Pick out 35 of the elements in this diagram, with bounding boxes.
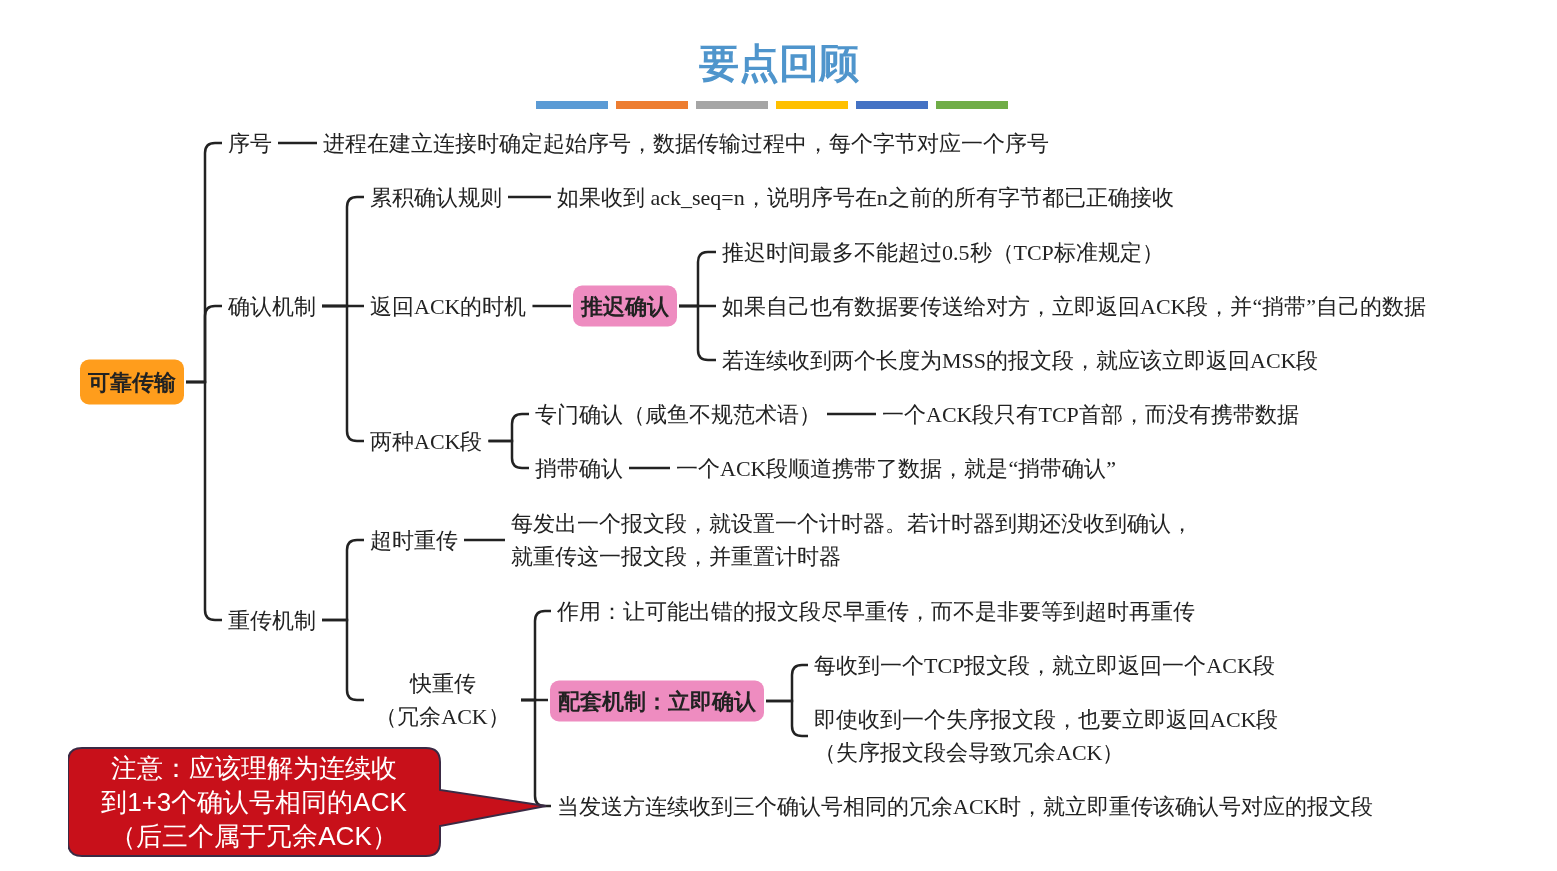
node-text: 返回ACK的时机 (366, 289, 531, 323)
connector-line (464, 538, 505, 542)
node-text: 确认机制 (224, 289, 320, 323)
node-text: 快重传（冗余ACK） (366, 667, 519, 733)
node-text: 每发出一个报文段，就设置一个计时器。若计时器到期还没收到确认，就重传这一报文段，并重置计时器 (507, 507, 1207, 573)
title: 要点回顾 (698, 40, 859, 88)
connector-line (629, 466, 670, 470)
node-text: 专门确认（咸鱼不规范术语） (531, 397, 825, 431)
node-text: 即使收到一个失序报文段，也要立即返回ACK段（失序报文段会导致冗余ACK） (810, 703, 1318, 769)
node-text: 若连续收到两个长度为MSS的报文段，就应该立即返回ACK段 (718, 343, 1323, 377)
highlight-box: 配套机制：立即确认 (550, 680, 764, 722)
node-text: 作用：让可能出错的报文段尽早重传，而不是非要等到超时再重传 (553, 594, 1199, 628)
connector-line (488, 439, 529, 470)
node-text: 如果收到 ack_seq=n，说明序号在n之前的所有字节都已正确接收 (553, 180, 1178, 214)
node-text: 推迟时间最多不能超过0.5秒（TCP标准规定） (718, 235, 1168, 269)
node-text: 如果自己也有数据要传送给对方，立即返回ACK段，并“捎带”自己的数据 (718, 289, 1430, 323)
node-text: 序号 (224, 126, 276, 160)
node-text: 当发送方连续收到三个确认号相同的冗余ACK时，就立即重传该确认号对应的报文段 (553, 789, 1378, 823)
node-text: 累积确认规则 (366, 180, 506, 214)
node-text: 两种ACK段 (366, 424, 487, 458)
node-text: 每收到一个TCP报文段，就立即返回一个ACK段 (810, 648, 1279, 682)
highlight-box: 推迟确认 (573, 285, 677, 327)
callout-text: 注意：应该理解为连续收到1+3个确认号相同的ACK（后三个属于冗余ACK） (100, 752, 408, 853)
connector-line (508, 195, 551, 199)
node-text: 一个ACK段顺道携带了数据，就是“捎带确认” (672, 451, 1120, 485)
connector-line (278, 141, 317, 145)
node-text: 进程在建立连接时确定起始序号，数据传输过程中，每个字节对应一个序号 (319, 126, 1053, 160)
topic-box: 可靠传输 (80, 359, 184, 405)
node-text: 重传机制 (224, 603, 320, 637)
node-text: 超时重传 (366, 523, 462, 557)
node-text: 一个ACK段只有TCP首部，而没有携带数据 (878, 397, 1303, 431)
node-text: 捎带确认 (531, 451, 627, 485)
callout-box (68, 746, 548, 858)
connector-line (532, 304, 571, 308)
connector-line (827, 412, 876, 416)
